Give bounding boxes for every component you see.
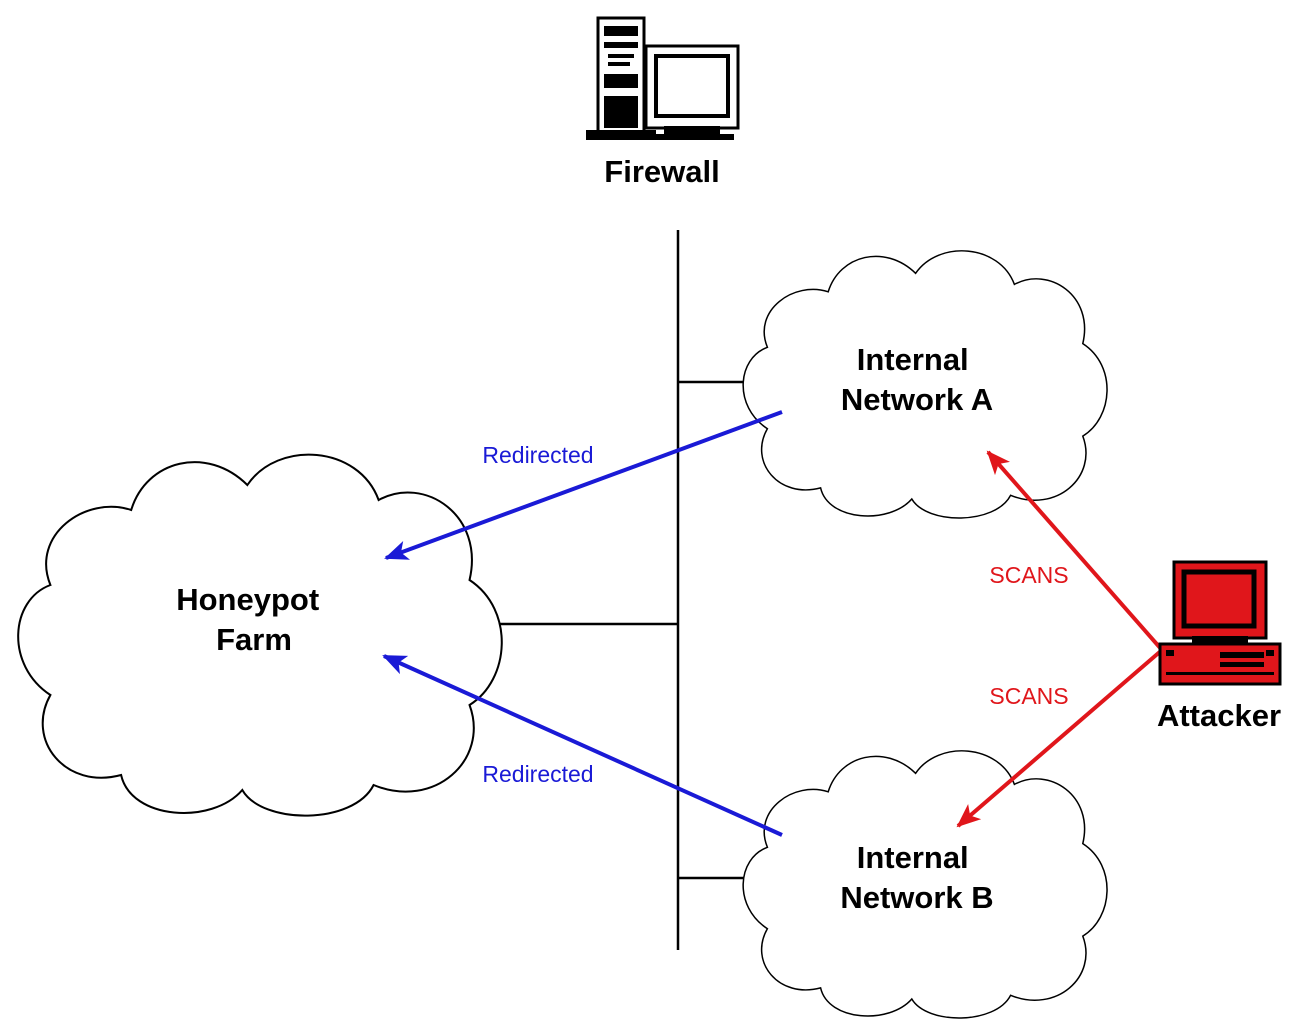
firewall-label: Firewall xyxy=(604,154,719,189)
internal-network-a-label-line1: Internal xyxy=(857,342,969,377)
honeypot-farm-label-line2: Farm xyxy=(216,622,292,657)
redirect-arrow-b xyxy=(382,654,783,837)
desktop-computer-icon xyxy=(1158,560,1282,686)
internal-network-a-label: Internal Network A xyxy=(841,342,993,417)
scan-arrow-b xyxy=(956,648,1164,828)
scan-arrow-a xyxy=(986,450,1164,652)
attacker-label: Attacker xyxy=(1157,698,1281,733)
internal-network-b-label: Internal Network B xyxy=(840,840,993,915)
redirect-arrow-a xyxy=(384,410,783,560)
honeypot-farm-label: Honeypot Farm xyxy=(176,582,328,657)
internal-network-a-label-line2: Network A xyxy=(841,382,993,417)
scan-label-a: SCANS xyxy=(989,562,1068,588)
server-with-monitor-icon xyxy=(586,16,740,140)
redirect-label-b: Redirected xyxy=(482,761,593,787)
network-bus xyxy=(497,230,745,950)
internal-network-b-label-line1: Internal xyxy=(857,840,969,875)
honeypot-farm-label-line1: Honeypot xyxy=(176,582,319,617)
scan-label-b: SCANS xyxy=(989,683,1068,709)
redirect-label-a: Redirected xyxy=(482,442,593,468)
internal-network-b-label-line2: Network B xyxy=(840,880,993,915)
